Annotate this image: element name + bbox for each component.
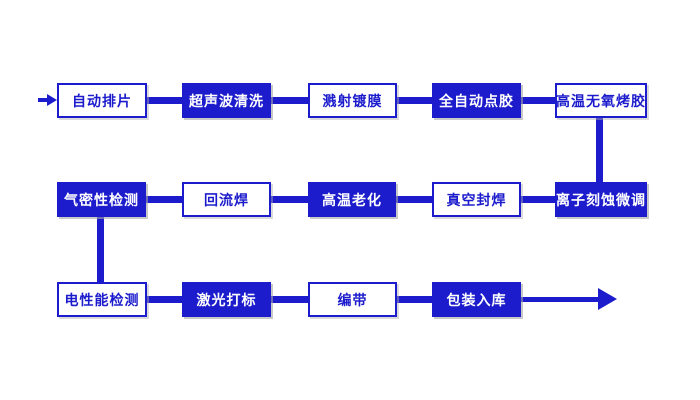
node-auto-arranging: 自动排片 (57, 83, 147, 118)
connector-row1-4 (521, 97, 555, 104)
node-taping: 编带 (308, 282, 397, 317)
flow-start-arrow-icon (47, 94, 57, 106)
connector-row1-1 (147, 97, 182, 104)
connector-row1-3 (397, 97, 432, 104)
connector-row2-2 (271, 196, 308, 203)
node-vacuum-sealing: 真空封焊 (432, 182, 521, 217)
node-auto-dispensing: 全自动点胶 (432, 83, 521, 118)
connector-row3-2 (271, 296, 308, 303)
connector-row3-3 (397, 296, 432, 303)
node-ultrasonic-cleaning: 超声波清洗 (182, 83, 271, 118)
flow-end-line (521, 297, 600, 302)
connector-row3-1 (147, 296, 182, 303)
node-high-temp-aging: 高温老化 (308, 182, 396, 217)
node-airtightness-testing: 气密性检测 (57, 182, 146, 217)
connector-row2-1 (146, 196, 182, 203)
node-sputter-coating: 溅射镀膜 (308, 83, 397, 118)
connector-row2-4 (521, 196, 555, 203)
node-high-temp-anaerobic-bake: 高温无氧烤胶 (555, 83, 647, 118)
node-reflow-soldering: 回流焊 (182, 182, 271, 217)
node-ion-etching-trimming: 离子刻蚀微调 (555, 182, 647, 217)
connector-row2-3 (396, 196, 432, 203)
connector-row2-to-row3 (97, 217, 104, 282)
connector-row1-2 (271, 97, 308, 104)
node-laser-marking: 激光打标 (182, 282, 271, 317)
flow-end-arrow-icon (598, 288, 617, 310)
connector-row1-to-row2 (596, 118, 603, 182)
node-electrical-testing: 电性能检测 (57, 282, 147, 317)
flow-start-line (38, 98, 48, 102)
node-packaging-warehousing: 包装入库 (432, 282, 521, 317)
